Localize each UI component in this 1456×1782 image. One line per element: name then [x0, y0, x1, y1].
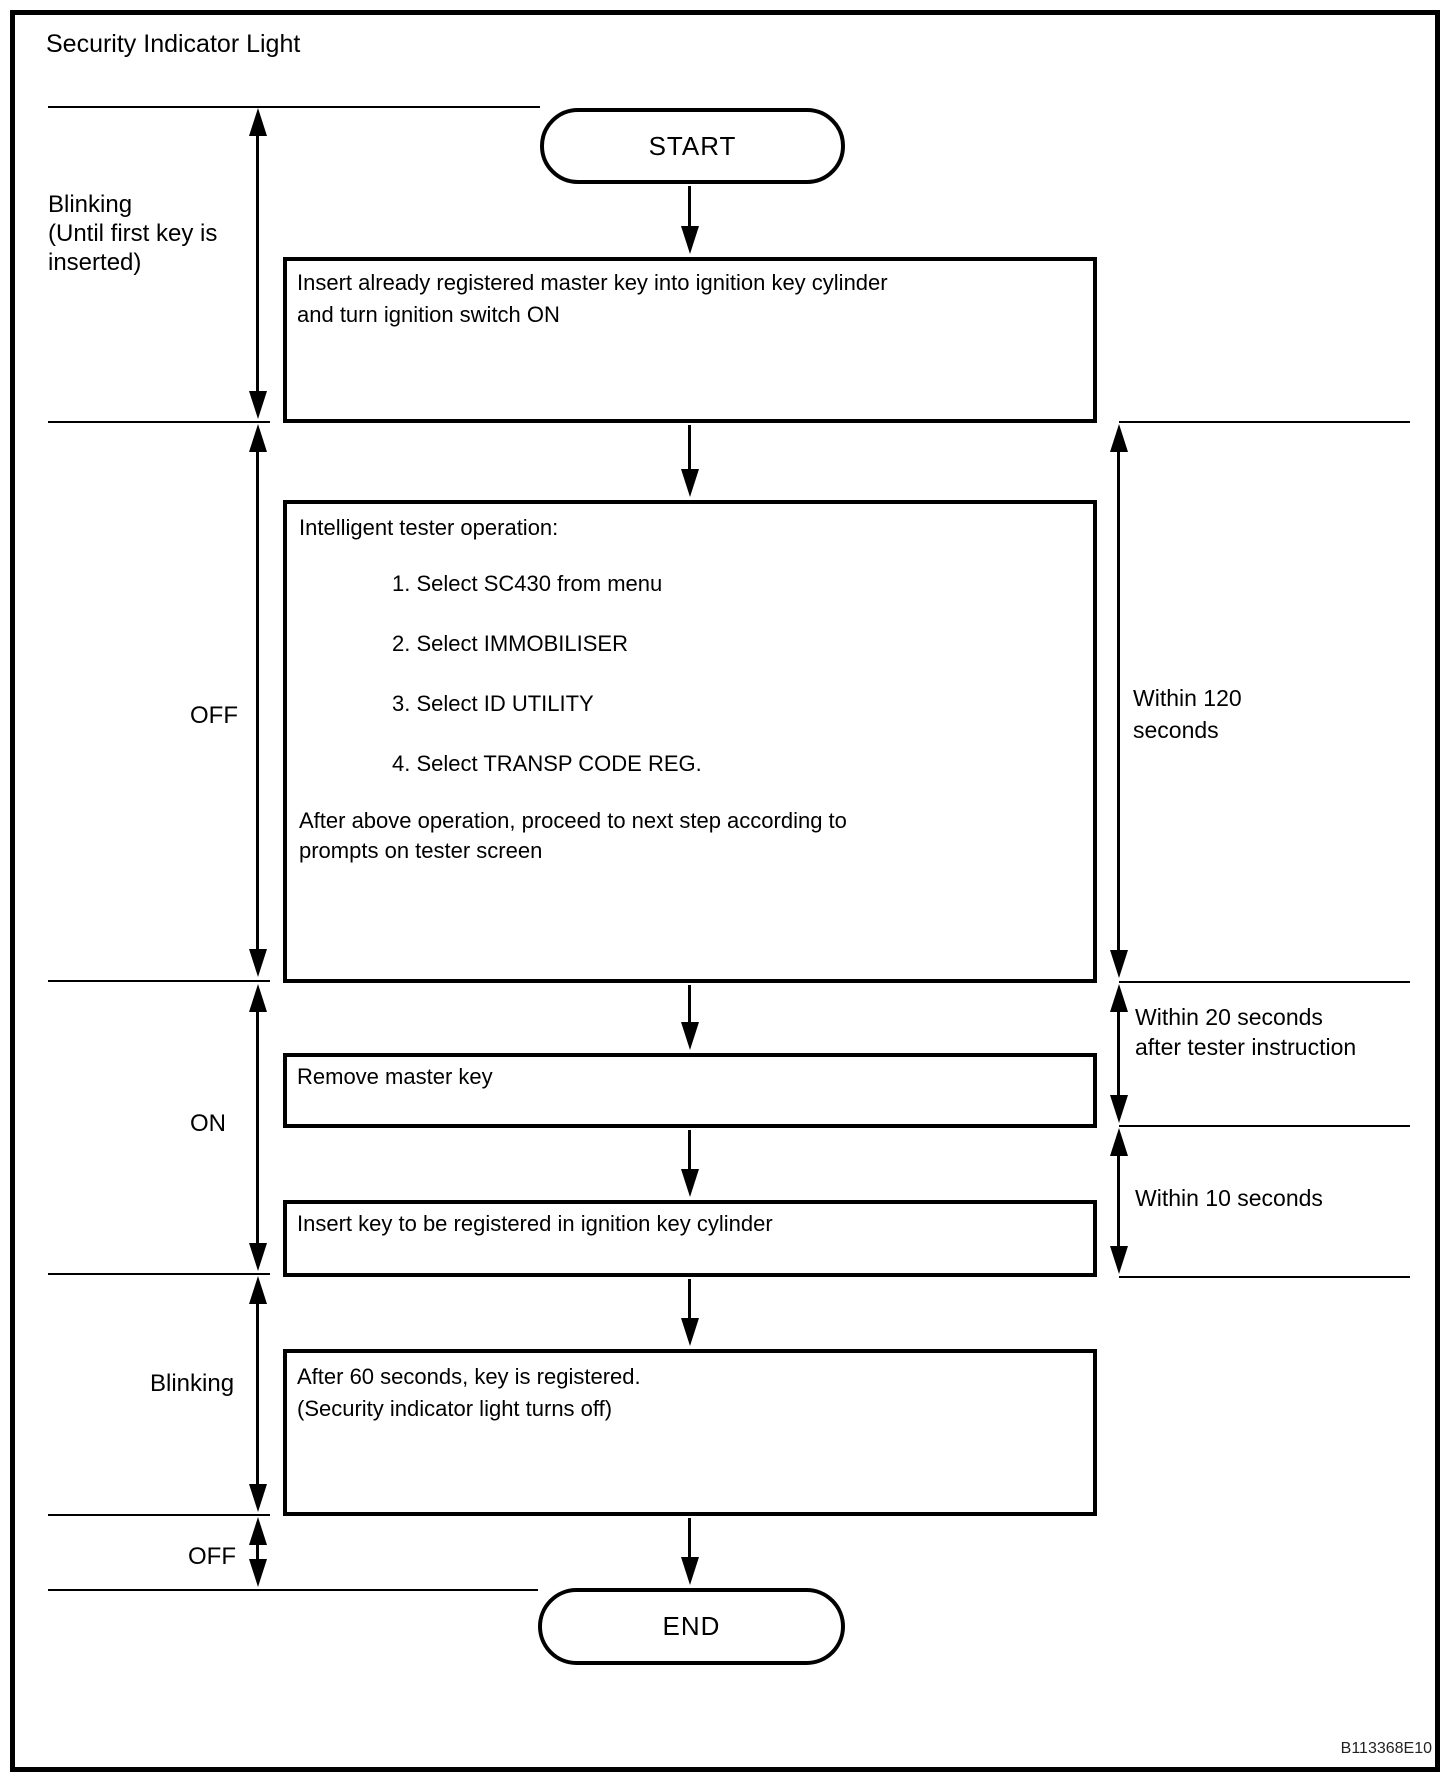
- arrowhead-down-icon: [249, 1559, 267, 1587]
- arrowhead-down-icon: [1110, 1246, 1128, 1274]
- timing-label-line: seconds: [1133, 717, 1219, 743]
- arrowhead-up-icon: [249, 1517, 267, 1545]
- arrowhead-down-icon: [1110, 950, 1128, 978]
- timing-label-line: Within 120: [1133, 685, 1242, 711]
- section-line-left-4: [48, 1273, 270, 1275]
- arrow-shaft: [688, 186, 691, 230]
- timing-label-20s: Within 20 seconds after tester instructi…: [1135, 1002, 1356, 1062]
- end-terminal: END: [538, 1588, 845, 1665]
- step-key-registered-box: After 60 seconds, key is registered. (Se…: [283, 1349, 1097, 1516]
- tester-step-item: 3. Select ID UTILITY: [392, 691, 594, 716]
- figure-code: B113368E10: [1340, 1740, 1432, 1757]
- section-line-right-1: [1119, 421, 1410, 423]
- step-insert-master-key-box: Insert already registered master key int…: [283, 257, 1097, 423]
- arrowhead-down-icon: [249, 1243, 267, 1271]
- section-line-right-3: [1119, 1125, 1410, 1127]
- state-label-on: ON: [190, 1110, 226, 1137]
- arrowhead-up-icon: [1110, 984, 1128, 1012]
- timing-label-10s: Within 10 seconds: [1135, 1182, 1323, 1214]
- arrowhead-up-icon: [249, 984, 267, 1012]
- tester-step-item: 4. Select TRANSP CODE REG.: [392, 751, 702, 776]
- state-label-off: OFF: [190, 702, 238, 729]
- state-label-off-final: OFF: [188, 1543, 236, 1570]
- arrow-shaft: [1117, 448, 1120, 954]
- page-border: [10, 10, 1440, 1772]
- step-text-line: (Security indicator light turns off): [297, 1396, 613, 1421]
- arrowhead-down-icon: [681, 226, 699, 254]
- section-line-left-5: [48, 1514, 270, 1516]
- arrow-shaft: [688, 425, 691, 473]
- arrowhead-down-icon: [681, 1022, 699, 1050]
- diagram-title: Security Indicator Light: [46, 30, 301, 58]
- section-line-right-2: [1119, 981, 1410, 983]
- state-label-blinking-top: Blinking (Until first key is inserted): [48, 190, 217, 277]
- section-line-right-4: [1119, 1276, 1410, 1278]
- arrowhead-down-icon: [681, 1557, 699, 1585]
- arrowhead-down-icon: [681, 1318, 699, 1346]
- arrow-shaft: [1117, 1008, 1120, 1095]
- section-line-top-left: [48, 106, 540, 108]
- arrowhead-down-icon: [249, 949, 267, 977]
- arrow-shaft: [256, 132, 259, 395]
- step-text-line: Insert key to be registered in ignition …: [297, 1211, 773, 1236]
- step-text-line: Remove master key: [297, 1064, 493, 1089]
- timing-label-line: Within 10 seconds: [1135, 1185, 1323, 1211]
- state-label-line: inserted): [48, 249, 142, 276]
- arrow-shaft: [256, 1541, 259, 1563]
- arrow-shaft: [1117, 1152, 1120, 1250]
- state-label-blinking-bottom: Blinking: [150, 1370, 235, 1397]
- step-remove-master-key-box: Remove master key: [283, 1053, 1097, 1128]
- arrowhead-up-icon: [249, 424, 267, 452]
- timing-label-line: Within 20 seconds: [1135, 1004, 1323, 1030]
- arrow-shaft: [256, 448, 259, 953]
- arrowhead-up-icon: [1110, 1128, 1128, 1156]
- start-label: START: [648, 130, 737, 161]
- arrowhead-down-icon: [681, 469, 699, 497]
- step-text-line: and turn ignition switch ON: [297, 302, 560, 327]
- arrowhead-down-icon: [1110, 1095, 1128, 1123]
- tester-step-item: 2. Select IMMOBILISER: [392, 631, 628, 656]
- tester-operation-heading: Intelligent tester operation:: [299, 515, 559, 540]
- arrowhead-up-icon: [249, 1276, 267, 1304]
- step-insert-new-key-box: Insert key to be registered in ignition …: [283, 1200, 1097, 1277]
- arrow-shaft: [688, 985, 691, 1026]
- arrowhead-up-icon: [1110, 424, 1128, 452]
- state-label-line: Blinking: [48, 191, 133, 218]
- arrow-shaft: [688, 1130, 691, 1173]
- section-line-left-3: [48, 980, 270, 982]
- arrowhead-down-icon: [249, 391, 267, 419]
- arrow-shaft: [256, 1300, 259, 1488]
- section-line-bottom-left: [48, 1589, 538, 1591]
- section-line-left-2: [48, 421, 270, 423]
- tester-footer-line: prompts on tester screen: [299, 838, 543, 863]
- arrow-shaft: [688, 1279, 691, 1322]
- arrow-shaft: [256, 1008, 259, 1247]
- step-tester-operation-box: Intelligent tester operation: 1. Select …: [283, 500, 1097, 983]
- step-text-line: After 60 seconds, key is registered.: [297, 1364, 641, 1389]
- step-text-line: Insert already registered master key int…: [297, 270, 888, 295]
- tester-step-item: 1. Select SC430 from menu: [392, 571, 663, 596]
- timing-label-line: after tester instruction: [1135, 1034, 1357, 1060]
- state-label-line: (Until first key is: [48, 220, 218, 247]
- start-terminal: START: [540, 108, 845, 184]
- tester-footer-line: After above operation, proceed to next s…: [299, 808, 847, 833]
- arrowhead-down-icon: [249, 1484, 267, 1512]
- end-label: END: [662, 1611, 721, 1641]
- arrow-shaft: [688, 1518, 691, 1561]
- arrowhead-up-icon: [249, 108, 267, 136]
- timing-label-120s: Within 120 seconds: [1133, 682, 1242, 746]
- arrowhead-down-icon: [681, 1169, 699, 1197]
